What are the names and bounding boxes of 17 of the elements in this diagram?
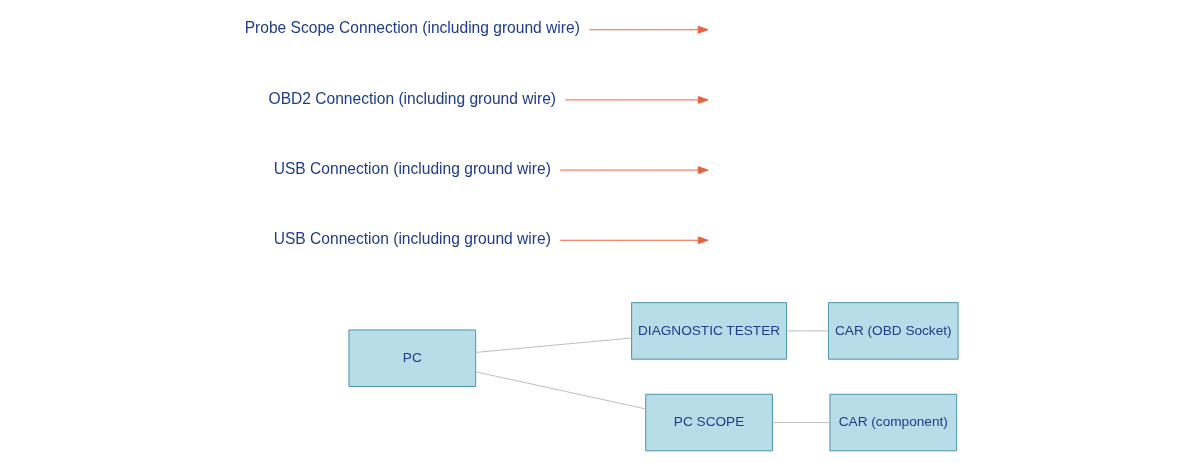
node-box: CAR (OBD Socket)	[828, 302, 959, 360]
connector	[475, 337, 632, 353]
connector	[475, 371, 647, 410]
arrow	[559, 166, 709, 174]
connector	[772, 422, 831, 423]
node-box: PC SCOPE	[645, 393, 773, 452]
node-text: Probe Scope Connection (including ground wire)	[244, 19, 580, 37]
arrow	[564, 96, 709, 104]
node-box: CAR (component)	[829, 393, 958, 452]
node-text: USB Connection (including ground wire)	[273, 229, 551, 247]
arrow	[559, 236, 709, 245]
node-box: PC	[348, 329, 477, 387]
arrow	[589, 25, 709, 34]
node-box: DIAGNOSTIC TESTER	[631, 302, 788, 360]
node-text: USB Connection (including ground wire)	[273, 159, 551, 177]
node-text: OBD2 Connection (including ground wire)	[268, 89, 557, 107]
connector	[786, 330, 829, 332]
